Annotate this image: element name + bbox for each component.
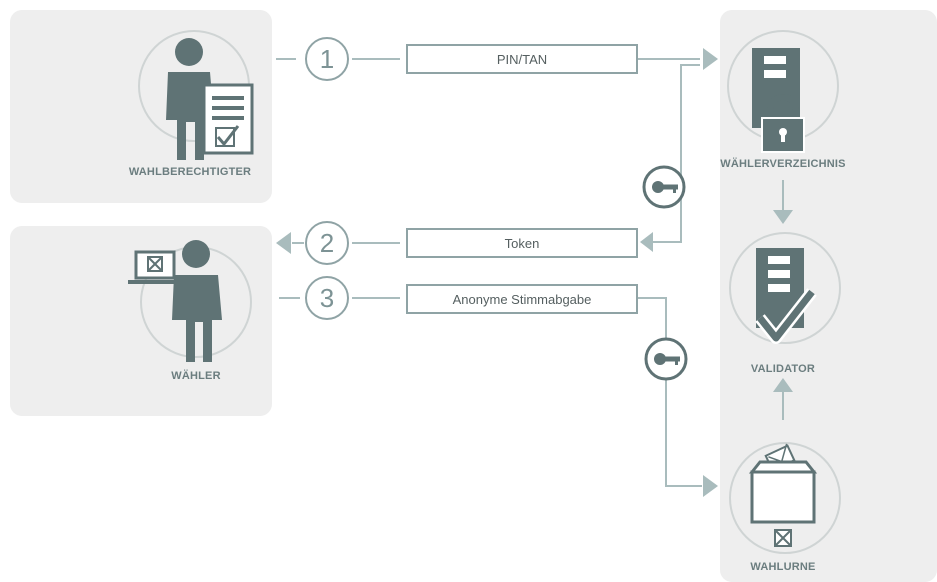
person-icon [172,240,222,362]
arrowhead-down-validator [773,210,793,224]
message-box-anonyme-stimmabgabe: Anonyme Stimmabgabe [406,284,638,314]
flow-line-token-return [653,64,700,243]
arrowhead-to-wahlurne [703,475,718,497]
label-waehlerverzeichnis: WÄHLERVERZEICHNIS [720,158,846,170]
server-icon [752,48,800,128]
step-number-1: 1 [305,37,349,81]
label-wahlberechtigter: WAHLBERECHTIGTER [128,166,252,178]
step-number-2: 2 [305,221,349,265]
flow-line-step-3 [279,297,702,487]
label-wahlurne: WAHLURNE [750,561,816,573]
key-icon [642,165,686,209]
checkmark-icon [755,288,817,344]
key-icon [644,337,688,381]
message-box-pin-tan: PIN/TAN [406,44,638,74]
arrowhead-token-into-box [640,232,653,252]
arrowhead-to-waehler [276,232,291,254]
actor-circle-wahlurne [729,442,841,554]
arrowhead-up-validator [773,378,793,392]
person-icon [166,38,214,160]
lock-icon [761,94,805,153]
label-validator: VALIDATOR [750,363,816,375]
ballot-box-icon [748,443,818,547]
laptop-icon [128,250,180,284]
step-number-3: 3 [305,276,349,320]
label-waehler: WÄHLER [171,370,221,382]
message-box-token: Token [406,228,638,258]
arrowhead-to-waehlerverzeichnis [703,48,718,70]
document-check-icon [202,83,254,155]
actor-circle-validator [729,232,841,344]
